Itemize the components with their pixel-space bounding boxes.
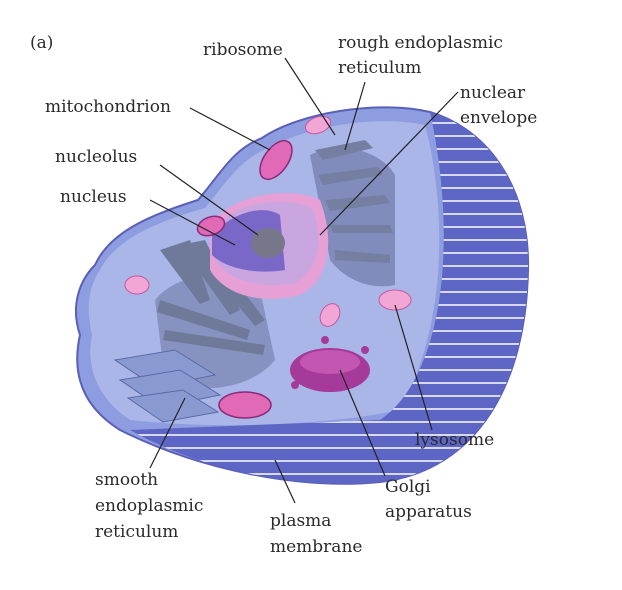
label-plasma-membrane-line2: membrane (270, 537, 362, 557)
label-nucleolus: nucleolus (55, 147, 137, 167)
mitochondria-shapes (196, 139, 293, 419)
label-golgi-line1: Golgi (385, 477, 431, 497)
smooth-er-shape (113, 349, 222, 423)
golgi-shape (290, 336, 370, 392)
label-nuclear-envelope-line2: envelope (460, 108, 537, 128)
nucleus-shape (210, 193, 329, 299)
label-rough-er-line1: rough endoplasmic (338, 33, 503, 53)
lysosome-shapes (124, 115, 412, 327)
label-mitochondrion: mitochondrion (45, 97, 171, 117)
rough-er-shape (310, 140, 395, 287)
label-smooth-er-line3: reticulum (95, 522, 178, 542)
label-lysosome: lysosome (415, 430, 494, 450)
label-golgi-line2: apparatus (385, 502, 472, 522)
label-rough-er-line2: reticulum (338, 58, 421, 78)
label-nuclear-envelope-line1: nuclear (460, 83, 526, 103)
panel-label: (a) (30, 33, 53, 53)
nucleolus-shape (251, 228, 285, 258)
label-smooth-er-line1: smooth (95, 470, 158, 490)
leader-lines (149, 57, 459, 504)
label-smooth-er-line2: endoplasmic (95, 496, 203, 516)
label-nucleus: nucleus (60, 187, 127, 207)
label-plasma-membrane-line1: plasma (270, 511, 331, 531)
label-ribosome: ribosome (203, 40, 283, 60)
